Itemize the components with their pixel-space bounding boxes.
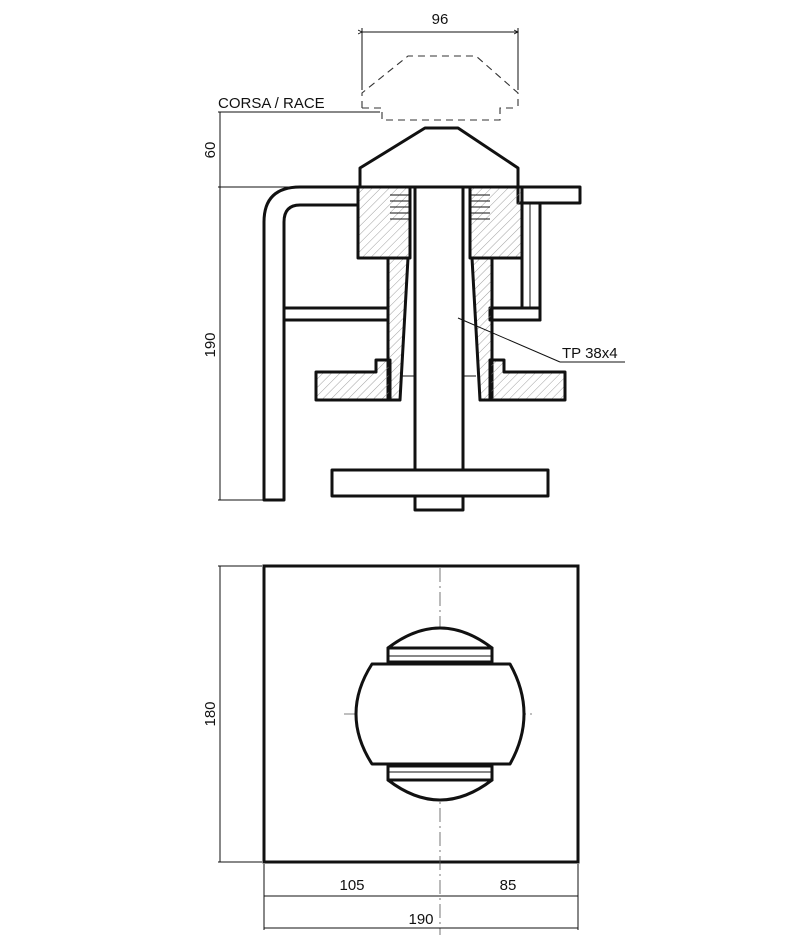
top-plate	[516, 185, 582, 205]
foot-plate	[330, 468, 550, 498]
thread-lines-left	[390, 194, 410, 220]
stroke-label: CORSA / RACE	[218, 95, 325, 112]
foot-stub	[413, 494, 465, 512]
spindle	[413, 185, 465, 472]
dim-label-85: 85	[500, 877, 517, 894]
bottom-cap	[386, 778, 494, 802]
dim-label-60: 60	[202, 142, 219, 159]
thread-lines-right	[470, 194, 490, 220]
nut-block-right	[468, 185, 524, 260]
base-flange-right	[488, 358, 567, 402]
lifting-head	[358, 126, 520, 189]
dim-label-190-side: 190	[202, 332, 219, 357]
base-flange-left	[314, 358, 392, 402]
thread-leader	[457, 317, 561, 363]
extended-head-outline	[361, 55, 519, 108]
bottom-bar	[386, 764, 494, 782]
dim-label-190-bottom: 190	[408, 911, 433, 928]
dim-label-105: 105	[339, 877, 364, 894]
central-body	[354, 662, 526, 766]
l-bracket	[262, 185, 360, 502]
tube-left	[386, 256, 410, 402]
extended-head-step	[362, 107, 518, 121]
dim-label-180: 180	[202, 701, 219, 726]
nut-block-left	[356, 185, 412, 260]
dim-label-96: 96	[432, 11, 449, 28]
thread-spec-label: TP 38x4	[562, 345, 618, 362]
right-strut	[488, 306, 542, 322]
bracket-strut	[282, 306, 390, 322]
section-view: 96 CORSA / RACE 60 190	[202, 11, 625, 512]
top-bar	[386, 646, 494, 664]
side-guide-right	[520, 201, 542, 322]
plan-view: 180 105 85 190	[202, 564, 580, 935]
top-cap	[386, 626, 494, 650]
